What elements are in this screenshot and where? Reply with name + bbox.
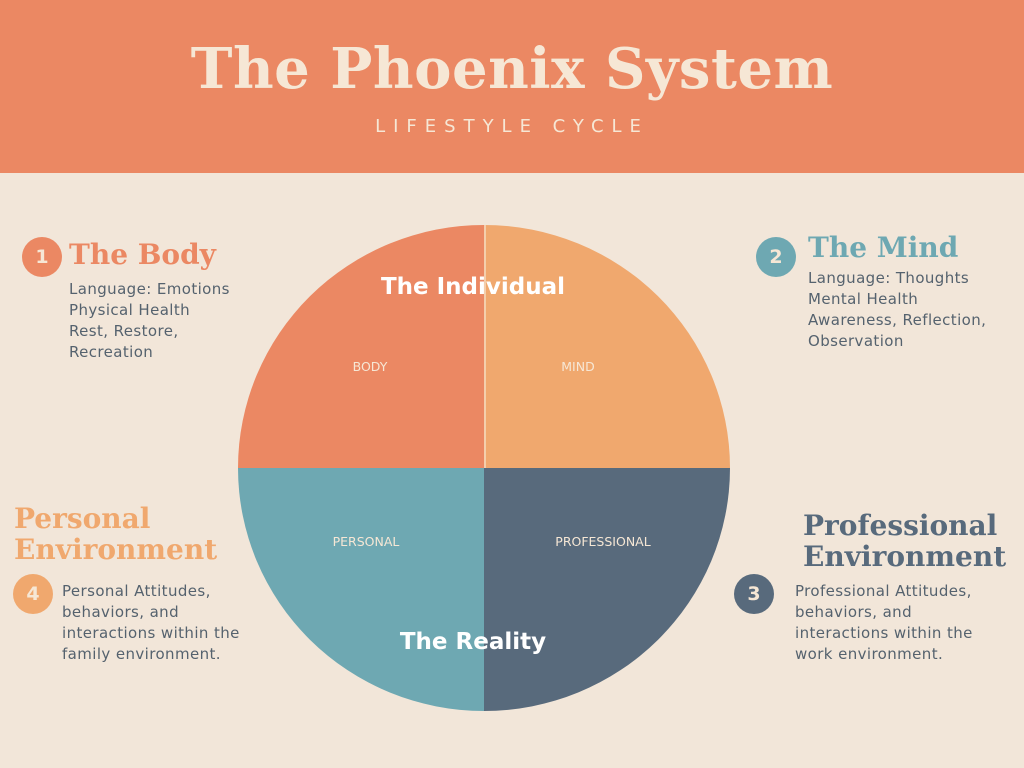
section-title-mind: The Mind (808, 231, 959, 264)
section-title-personal: Personal Environment (14, 503, 217, 565)
section-body-details: Language: Emotions Physical Health Rest,… (69, 279, 230, 363)
detail-line: Awareness, Reflection, (808, 311, 987, 329)
badge-professional: 3 (734, 574, 774, 614)
detail-line: Observation (808, 332, 904, 350)
detail-line: Language: Thoughts (808, 269, 970, 287)
quadrant-body (238, 225, 484, 468)
detail-line: Physical Health (69, 301, 191, 319)
wheel-bottom-label: The Reality (400, 629, 546, 655)
section-professional-text: Professional Attitudes, behaviors, and i… (795, 582, 973, 663)
quadrant-label-mind: MIND (561, 359, 594, 374)
wheel-top-label: The Individual (381, 274, 565, 300)
quadrant-label-professional: PROFESSIONAL (555, 534, 650, 549)
section-title-body: The Body (69, 238, 216, 271)
title-line: Environment (803, 540, 1007, 573)
quadrant-professional (484, 468, 730, 711)
quadrant-label-body: BODY (353, 359, 388, 374)
detail-line: Mental Health (808, 290, 919, 308)
detail-line: Language: Emotions (69, 280, 230, 298)
quadrant-personal (238, 468, 484, 711)
badge-mind: 2 (756, 237, 796, 277)
title-line: Environment (14, 533, 218, 566)
page-title: The Phoenix System (190, 36, 834, 102)
badge-body: 1 (22, 237, 62, 277)
title-line: Professional (803, 509, 998, 542)
title-line: Personal (14, 502, 151, 535)
section-personal-text: Personal Attitudes, behaviors, and inter… (62, 582, 240, 663)
section-mind-details: Language: Thoughts Mental Health Awarene… (808, 268, 986, 352)
detail-line: Recreation (69, 343, 154, 361)
section-title-professional: Professional Environment (803, 510, 1006, 572)
page-subtitle: LIFESTYLE CYCLE (375, 116, 649, 137)
detail-line: Rest, Restore, (69, 322, 179, 340)
quadrant-mind (484, 225, 730, 468)
quadrant-label-personal: PERSONAL (333, 534, 400, 549)
header-banner: The Phoenix System LIFESTYLE CYCLE (0, 0, 1024, 173)
badge-personal: 4 (13, 574, 53, 614)
